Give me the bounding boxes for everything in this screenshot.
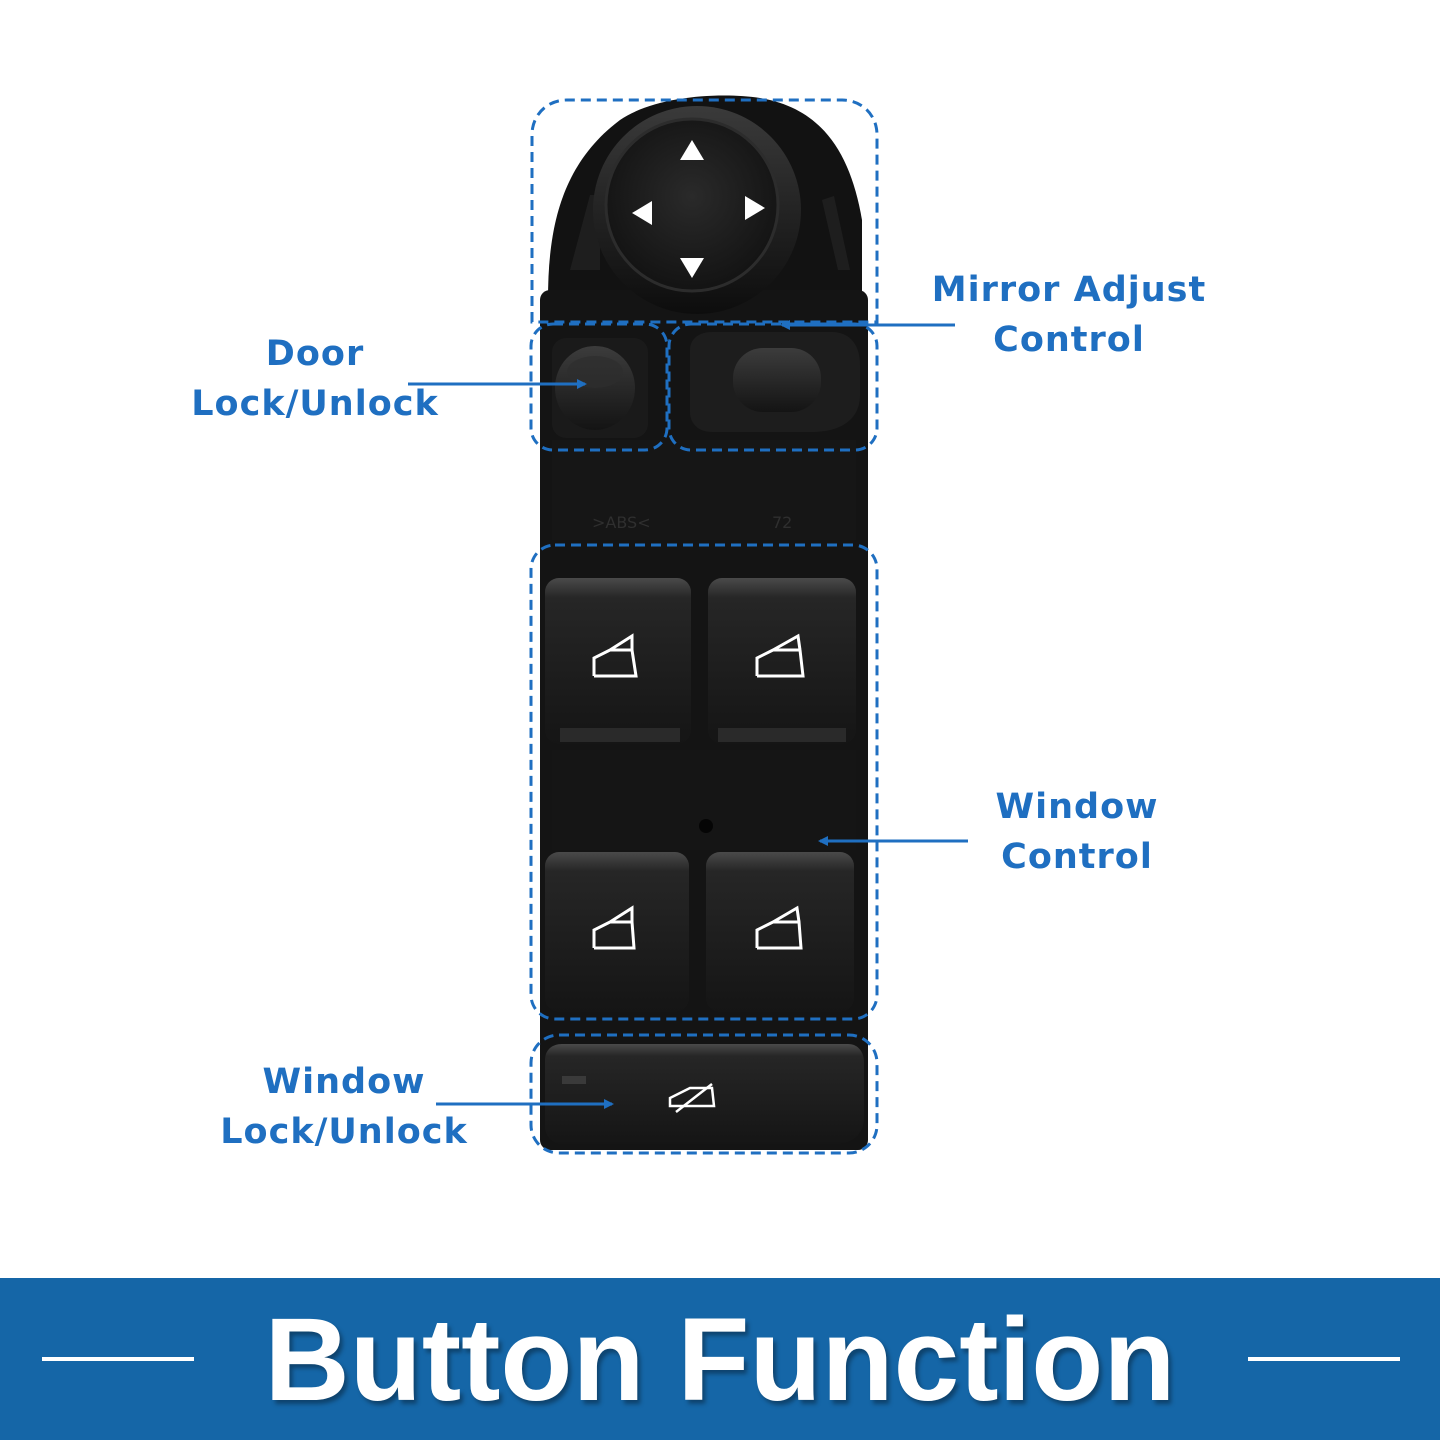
window-switch-front-right[interactable] xyxy=(708,578,856,744)
window-lock-highlight xyxy=(529,1033,879,1155)
banner-title: Button Function xyxy=(264,1294,1176,1426)
window-lock-line1: Window xyxy=(262,1062,426,1102)
code-marking: 72 xyxy=(772,513,792,532)
window-lock-label: Window Lock/Unlock xyxy=(198,1057,490,1157)
mirror-adjust-label: Mirror Adjust Control xyxy=(918,265,1220,365)
switch-illustration: >ABS< 72 xyxy=(408,95,968,1155)
window-switch-front-left[interactable] xyxy=(545,578,691,744)
mirror-label-line2: Control xyxy=(993,320,1145,360)
material-marking: >ABS< xyxy=(592,513,651,532)
door-label-line1: Door xyxy=(265,334,365,374)
mirror-knob-highlight xyxy=(530,98,879,324)
door-lock-button[interactable] xyxy=(552,338,648,438)
mounting-hole xyxy=(699,819,713,833)
window-lock-icon xyxy=(668,1083,716,1113)
window-lock-line2: Lock/Unlock xyxy=(220,1112,468,1152)
window-icon xyxy=(592,905,636,950)
arrow-down-icon xyxy=(680,258,704,278)
window-control-highlight xyxy=(529,543,879,1021)
window-control-label: Window Control xyxy=(965,782,1189,882)
window-control-line2: Control xyxy=(1001,837,1153,877)
window-icon xyxy=(755,905,803,950)
banner-rule-right xyxy=(1248,1357,1400,1361)
window-switch-rear-left[interactable] xyxy=(545,852,689,1012)
door-label-line2: Lock/Unlock xyxy=(191,384,439,424)
window-icon xyxy=(755,633,805,678)
window-icon xyxy=(592,633,638,678)
arrow-right-icon xyxy=(745,196,765,220)
mirror-adjust-knob[interactable] xyxy=(593,106,801,314)
mirror-label-line1: Mirror Adjust xyxy=(931,270,1207,310)
banner-rule-left xyxy=(42,1357,194,1361)
mirror-selector-button[interactable] xyxy=(690,332,860,432)
door-lock-label: Door Lock/Unlock xyxy=(170,329,460,429)
window-lock-button[interactable] xyxy=(545,1044,864,1144)
mirror-select-highlight xyxy=(667,322,879,452)
window-control-line1: Window xyxy=(995,787,1159,827)
arrow-up-icon xyxy=(680,140,704,160)
door-lock-highlight xyxy=(529,322,669,452)
title-banner: Button Function xyxy=(0,1278,1440,1440)
indicator-led xyxy=(562,1076,586,1084)
window-switch-rear-right[interactable] xyxy=(706,852,854,1012)
arrow-left-icon xyxy=(632,201,652,225)
